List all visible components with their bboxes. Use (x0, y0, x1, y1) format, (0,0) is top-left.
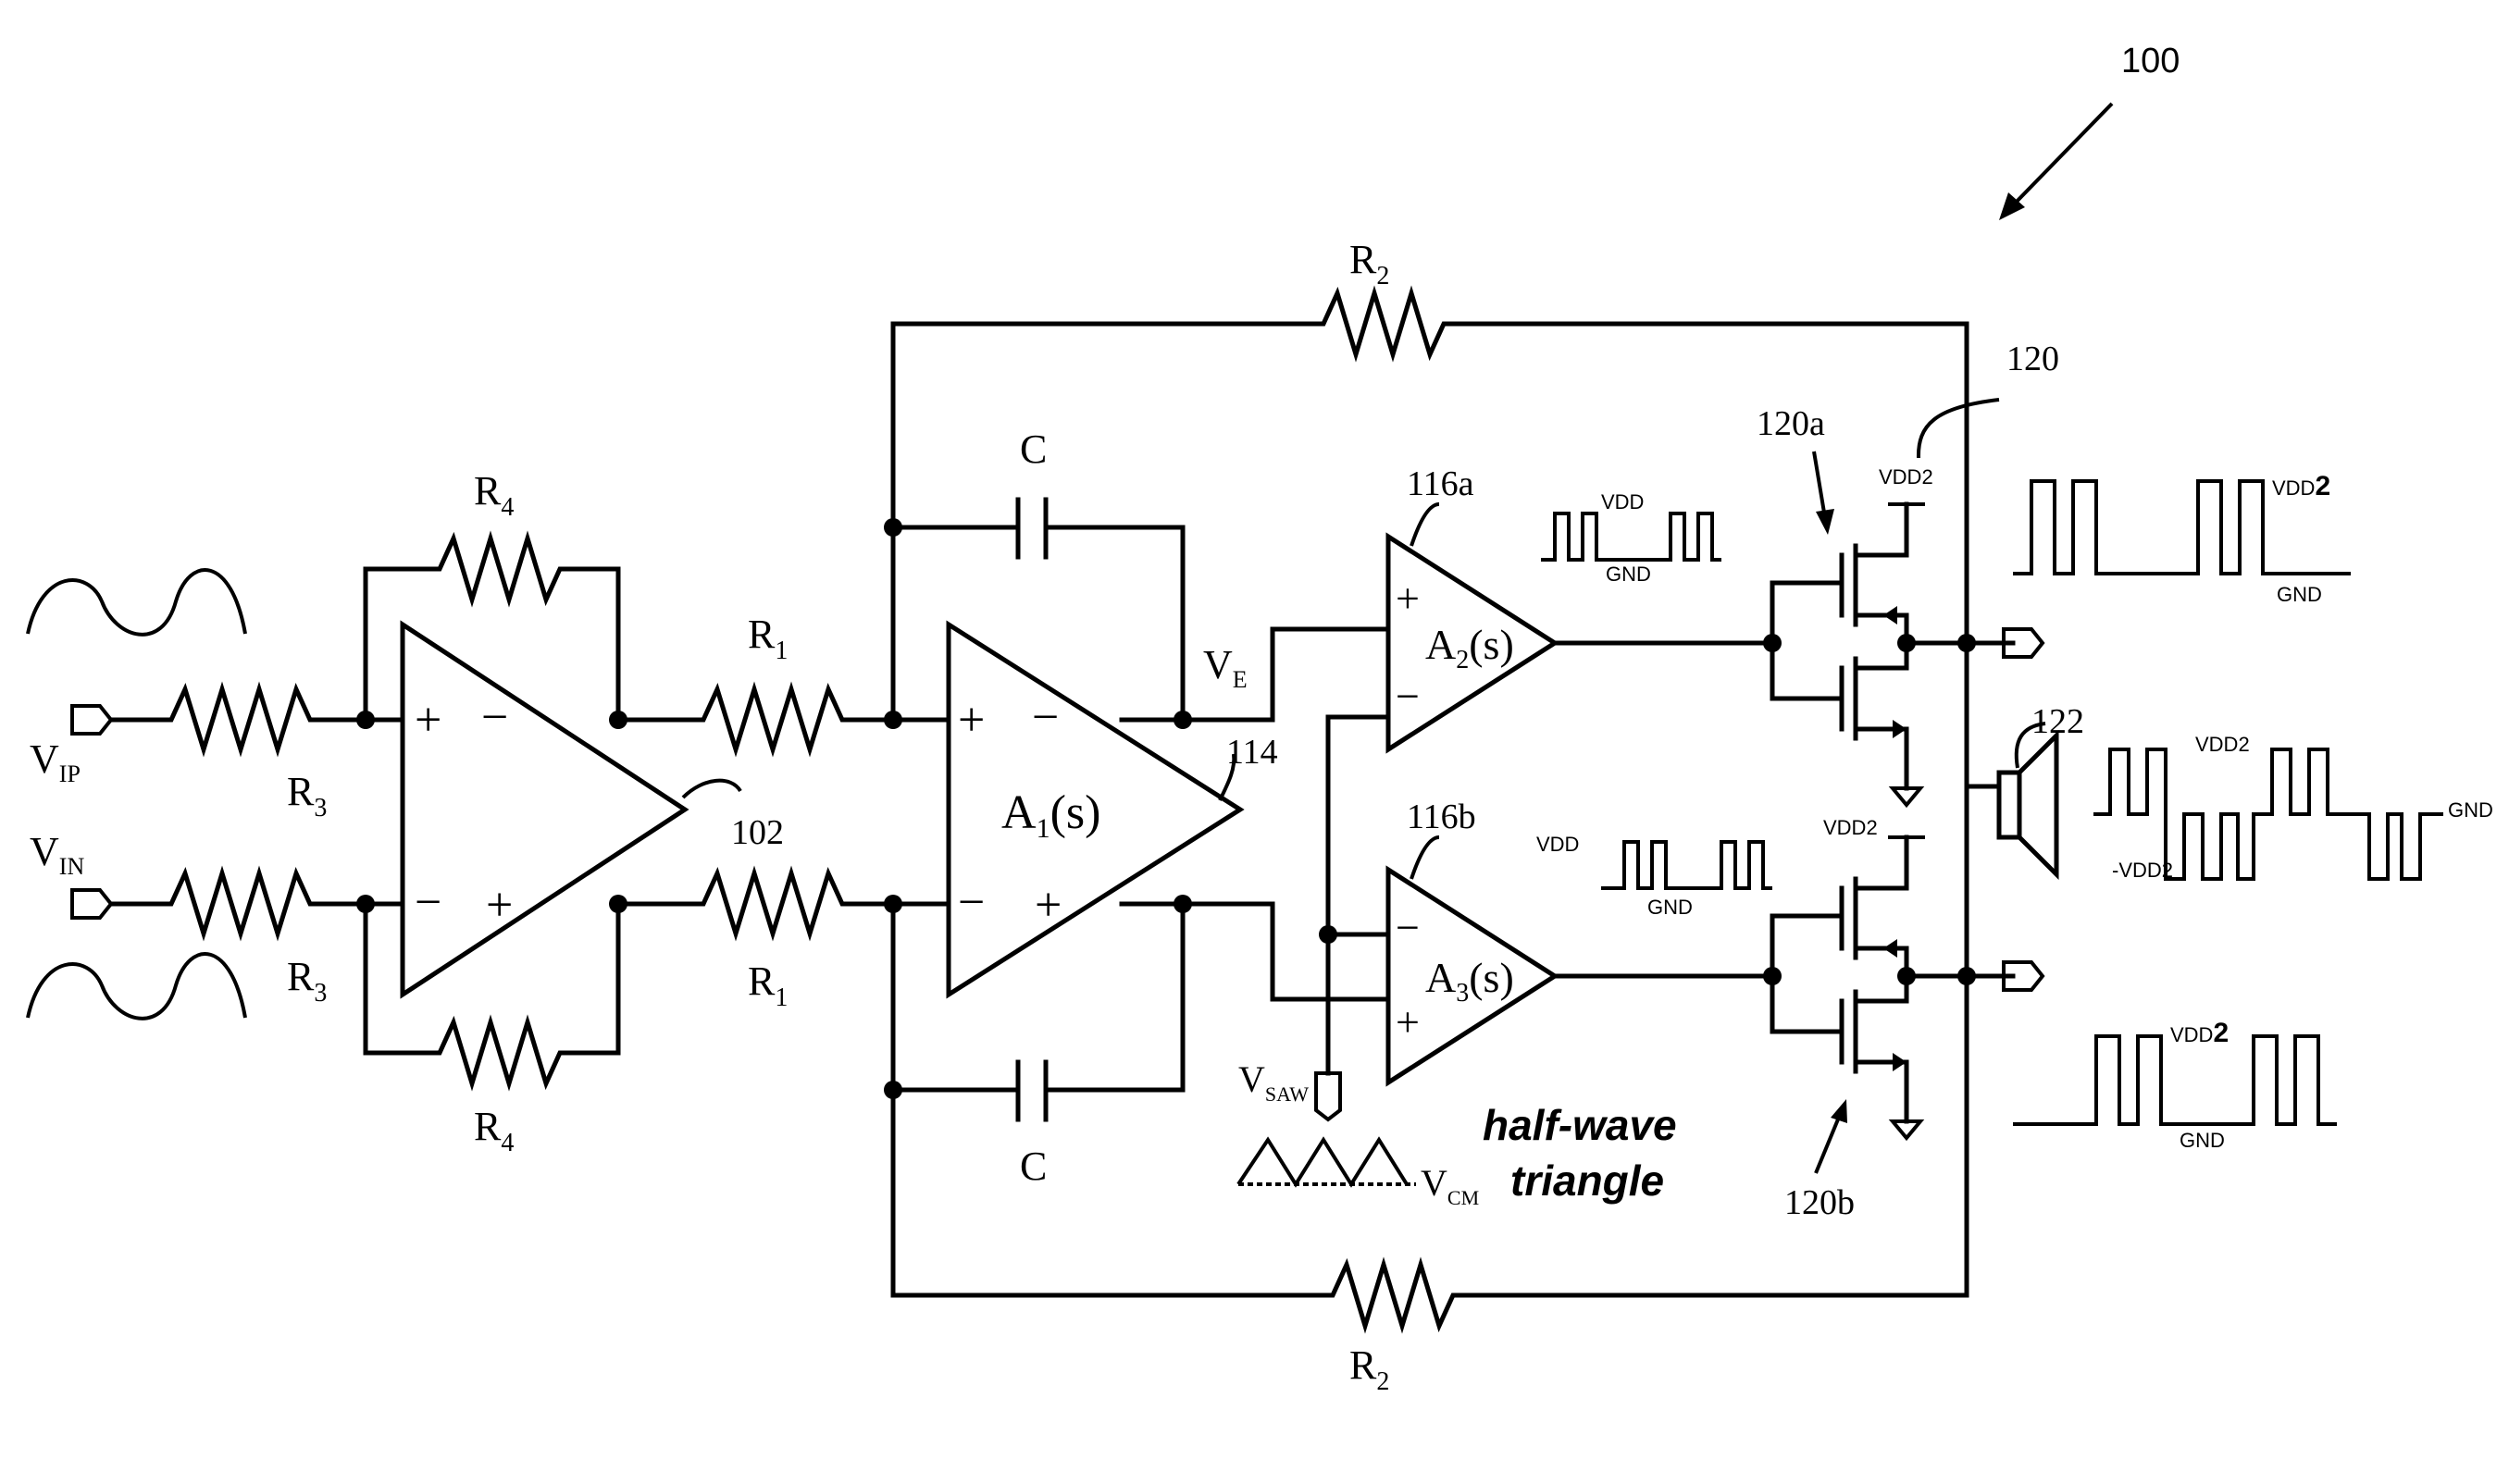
output-waveform-top (2013, 479, 2351, 575)
ref-102-label: 102 (731, 813, 784, 852)
output-terminal-bottom (2002, 960, 2045, 992)
comparator-116b-a3 (1385, 865, 1559, 1087)
opamp-102-plus-top: + (415, 694, 441, 747)
r3-bottom-label: R3 (287, 954, 327, 1008)
pwm-waveform-116a (1541, 512, 1721, 562)
opamp-114-minus-top: − (1032, 691, 1059, 744)
output-stage-120b (1770, 835, 2016, 1142)
ref-116a-label: 116a (1407, 464, 1474, 503)
r3-bottom-resistor (108, 865, 368, 942)
stage-b-vdd2-label: VDD2 (1823, 816, 1878, 839)
vcm-label: VCM (1421, 1162, 1479, 1209)
ref-120b-label: 120b (1784, 1183, 1855, 1222)
opamp-102-plus-bottom: + (486, 879, 513, 932)
comparator-116a-a2 (1385, 532, 1559, 754)
ref-120a-arrow (1812, 451, 1834, 535)
a1-label: A1(s) (1001, 786, 1100, 844)
pwm-a-gnd-label: GND (1606, 563, 1651, 586)
vip-terminal (70, 704, 114, 736)
stage-a-vdd2-label: VDD2 (1879, 465, 1933, 488)
ref-116b-leader (1410, 835, 1440, 880)
r1-bottom-resistor (615, 865, 896, 942)
r2-bottom-resistor (1321, 784, 1969, 1334)
ref-114-leader (1218, 753, 1236, 801)
half-wave-label: half-wave (1483, 1101, 1677, 1149)
fig-ref-arrow (1999, 102, 2114, 220)
ref-120a-label: 120a (1757, 404, 1825, 443)
r2-top-label: R2 (1349, 237, 1389, 291)
pwm-a-vdd-label: VDD (1601, 490, 1644, 513)
r1-bottom-label: R1 (748, 958, 788, 1012)
cap-bottom-label: C (1020, 1144, 1047, 1189)
ref-102-leader (681, 778, 742, 799)
input-sine-top (26, 568, 247, 637)
r4-top-label: R4 (474, 468, 514, 522)
pwm-b-vdd-label: VDD (1536, 833, 1579, 856)
pwm-b-gnd-label: GND (1647, 896, 1693, 919)
out-diff-vdd2-label: VDD2 (2195, 733, 2250, 756)
comp-b-plus: + (1396, 998, 1420, 1045)
r1-top-resistor (615, 681, 896, 758)
output-waveform-differential (2093, 748, 2443, 881)
ref-120-label: 120 (2006, 340, 2059, 378)
r2-top-resistor (1311, 285, 1969, 789)
output-terminal-top (2002, 627, 2045, 659)
ref-120b-arrow (1814, 1099, 1847, 1174)
out-bot-gnd-label: GND (2180, 1129, 2225, 1152)
opamp-114-minus-bottom: − (958, 876, 985, 929)
opamp-114-a1 (946, 620, 1245, 999)
triangle-label: triangle (1510, 1156, 1664, 1205)
comp-a-plus: + (1396, 575, 1420, 622)
ref-114-label: 114 (1226, 733, 1278, 772)
opamp-102-minus-bottom: − (415, 876, 441, 929)
input-sine-bottom (26, 952, 247, 1020)
r4-bottom-label: R4 (474, 1104, 514, 1157)
vin-terminal (70, 888, 114, 920)
opamp-102-minus-top: − (481, 691, 508, 744)
vip-label: VIP (30, 736, 81, 787)
opamp-114-plus-top: + (958, 694, 985, 747)
out-diff-gnd-label: GND (2448, 798, 2493, 822)
ref-116b-label: 116b (1407, 798, 1476, 836)
output-waveform-bottom (2013, 1034, 2337, 1126)
opamp-102 (400, 620, 689, 999)
r4-top-resistor (421, 530, 621, 723)
a3-label: A3(s) (1425, 954, 1514, 1008)
out-diff-neg-vdd2-label: -VDD2 (2112, 859, 2173, 882)
vsaw-label: VSAW (1238, 1058, 1309, 1106)
output-stage-120a (1770, 501, 2016, 809)
comp-a-minus: − (1396, 673, 1420, 720)
out-bot-vdd2-label: VDD2 (2170, 1018, 2229, 1048)
a2-label: A2(s) (1425, 621, 1514, 674)
out-top-gnd-label: GND (2277, 583, 2322, 606)
ref-122-label: 122 (2031, 702, 2084, 741)
vin-label: VIN (30, 829, 84, 880)
r1-top-label: R1 (748, 612, 788, 665)
cap-top-label: C (1020, 427, 1047, 472)
r4-bottom-resistor (421, 901, 621, 1092)
opamp-114-plus-bottom: + (1035, 879, 1062, 932)
r3-top-label: R3 (287, 769, 327, 822)
comp-b-minus: − (1396, 904, 1420, 951)
vsaw-terminal (1314, 1071, 1342, 1122)
half-wave-triangle-waveform (1236, 1136, 1409, 1188)
out-top-vdd2-label: VDD2 (2272, 471, 2330, 501)
r3-top-resistor (108, 681, 368, 758)
pwm-waveform-116b (1601, 840, 1772, 890)
r2-bottom-label: R2 (1349, 1342, 1389, 1396)
fig-ref-label: 100 (2121, 42, 2180, 80)
ref-120-leader (1916, 398, 2000, 459)
ref-116a-leader (1410, 502, 1440, 547)
junction-dots (356, 518, 1976, 1099)
speaker-122 (1996, 729, 2059, 881)
ref-122-leader (2014, 722, 2046, 769)
ve-label: VE (1203, 642, 1248, 693)
